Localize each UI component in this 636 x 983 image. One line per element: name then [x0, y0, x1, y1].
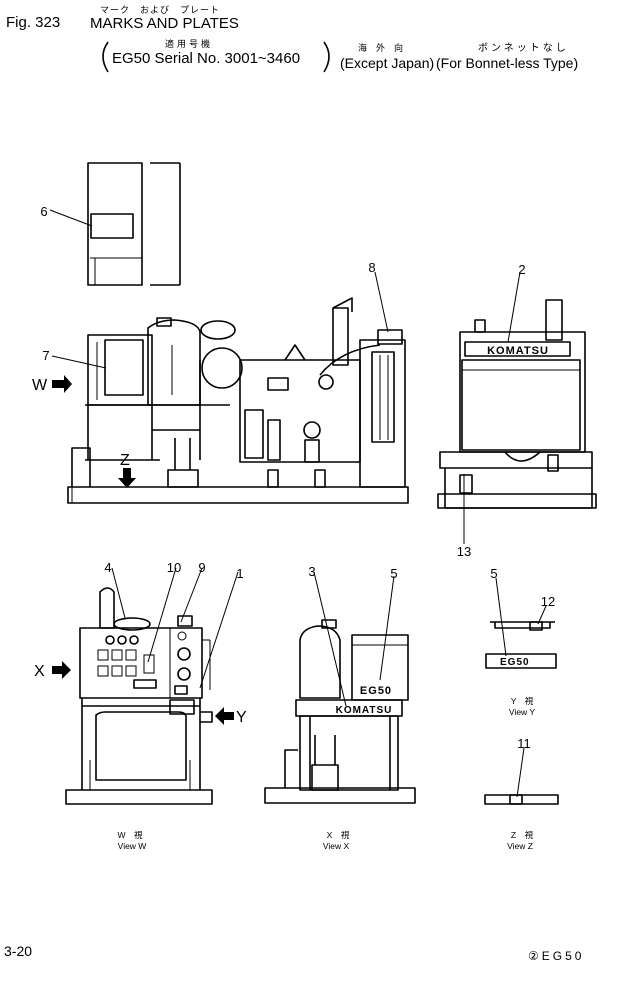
view-z-detail — [484, 794, 559, 805]
view-letter-z: Z — [120, 452, 130, 469]
detail-panel-6 — [87, 162, 181, 286]
view-letter-x: X — [34, 663, 45, 680]
view-y-detail — [485, 621, 557, 669]
callout-7: 7 — [42, 348, 49, 363]
callout-3: 3 — [308, 564, 315, 579]
serial-japanese: 適用号機 — [165, 39, 214, 49]
view-z-caption-jp: Z 視 — [511, 830, 534, 840]
paren-right — [323, 41, 330, 73]
callout-5-x: 5 — [390, 566, 397, 581]
front-view-generator — [437, 299, 597, 509]
callout-11: 11 — [517, 736, 531, 751]
callout-5-y: 5 — [490, 566, 497, 581]
view-z-caption: View Z — [507, 841, 533, 851]
callout-1: 1 — [236, 566, 243, 581]
direction-arrow-w — [52, 375, 72, 393]
callout-4: 4 — [104, 560, 111, 575]
title-japanese: マーク および プレート — [100, 5, 221, 15]
paren-left — [102, 41, 109, 73]
direction-arrow-z — [118, 468, 136, 488]
callout-12: 12 — [541, 594, 555, 609]
callout-9: 9 — [198, 560, 205, 575]
region-japanese: 海 外 向 — [358, 43, 404, 53]
direction-arrow-y — [215, 707, 234, 725]
model-plate-x: EG50 — [360, 685, 392, 697]
leader-lines — [49, 209, 547, 798]
view-w-control-panel — [65, 587, 213, 805]
page-number: 3-20 — [4, 943, 33, 959]
direction-arrow-x — [52, 661, 71, 679]
callout-8: 8 — [368, 260, 375, 275]
region-text: (Except Japan) — [340, 55, 435, 71]
side-view-generator — [67, 297, 409, 504]
callout-2: 2 — [518, 262, 525, 277]
komatsu-plate-x: KOMATSU — [336, 705, 393, 716]
view-w-caption: View W — [118, 841, 147, 851]
view-letter-w: W — [32, 377, 48, 394]
komatsu-plate-front: KOMATSU — [487, 345, 549, 357]
callout-13: 13 — [457, 544, 471, 559]
type-japanese: ボンネットなし — [478, 43, 569, 54]
footer-model: ②EG50 — [528, 949, 585, 963]
view-w-caption-jp: W 視 — [117, 830, 143, 840]
callout-6: 6 — [40, 204, 47, 219]
figure-title: MARKS AND PLATES — [90, 15, 239, 32]
figure-number: Fig. 323 — [6, 14, 61, 31]
type-text: (For Bonnet-less Type) — [436, 55, 579, 71]
view-y-caption: View Y — [509, 707, 535, 717]
model-plate-y: EG50 — [500, 657, 530, 668]
view-y-caption-jp: Y 視 — [511, 696, 534, 706]
callout-10: 10 — [167, 560, 181, 575]
view-x-caption-jp: X 視 — [327, 830, 350, 840]
view-x-caption: View X — [323, 841, 350, 851]
serial-range: EG50 Serial No. 3001~3460 — [112, 50, 301, 67]
view-x-generator — [264, 619, 416, 804]
view-letter-y: Y — [236, 709, 247, 726]
